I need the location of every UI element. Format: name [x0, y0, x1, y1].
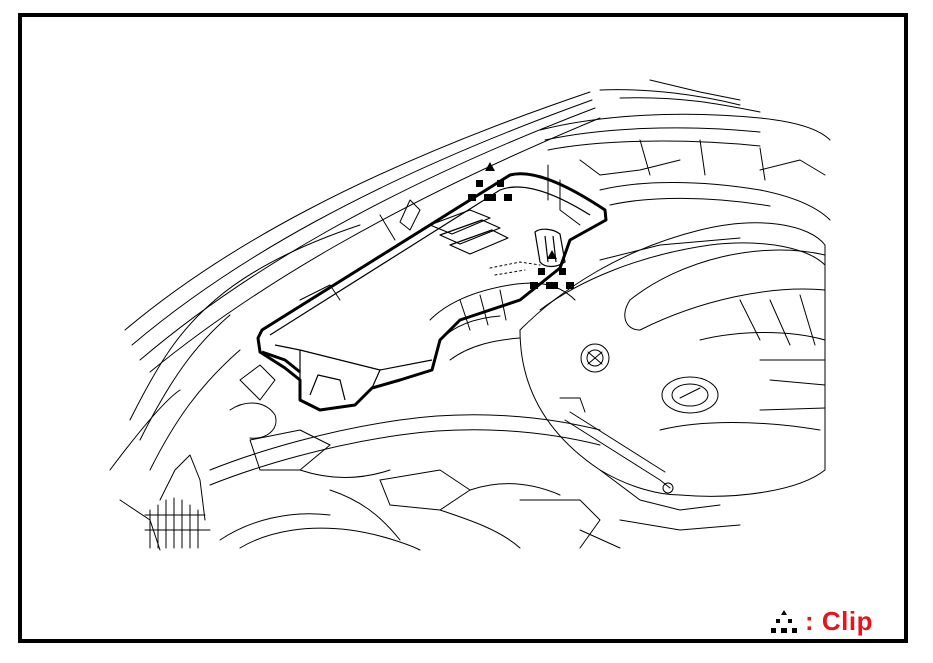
component-line: [379, 214, 396, 241]
engine-emblem: [586, 349, 604, 367]
oil-filler-cap: [671, 383, 709, 407]
dotted-triangle-clip-icon: [771, 609, 797, 633]
fender-line: [139, 314, 231, 441]
cowl-line: [539, 113, 831, 141]
component-line: [239, 527, 421, 551]
cowl-line: [759, 147, 766, 181]
component-line: [519, 499, 601, 549]
engine-cover-outline: [519, 329, 681, 496]
cowl-line: [699, 139, 706, 176]
cowl-line: [639, 139, 651, 176]
cowl-line: [579, 159, 681, 176]
strut-rod: [559, 397, 586, 413]
hood-edge-line: [149, 117, 601, 373]
component-line: [619, 519, 741, 531]
engine-cover-detail: [799, 294, 816, 346]
intake-duct: [429, 282, 576, 321]
engine-cover-outline: [539, 242, 826, 311]
component-line: [299, 469, 391, 478]
component-line: [249, 429, 331, 471]
cowl-line: [547, 140, 761, 151]
cowl-line: [619, 97, 761, 113]
component-line: [229, 402, 277, 439]
radiator-support: [209, 429, 601, 486]
intake-duct: [439, 315, 501, 341]
fender-line: [109, 389, 181, 471]
engine-cover-ridge: [599, 237, 741, 261]
cover-rib: [449, 229, 509, 255]
oil-filler-cap: [661, 376, 719, 414]
cowl-line: [649, 79, 741, 101]
engine-emblem: [580, 343, 610, 373]
cover-top-edge: [274, 344, 433, 371]
engine-cover-detail: [739, 299, 761, 341]
cover-front-edge: [371, 369, 381, 389]
clip-legend: : Clip: [769, 606, 873, 637]
clip-callout-1: [468, 162, 512, 201]
cover-bracket: [309, 374, 346, 401]
cowl-line: [609, 197, 771, 207]
clip-legend-label: : Clip: [805, 606, 873, 636]
fender-line: [159, 454, 206, 521]
component-line: [379, 469, 471, 511]
air-cleaner-cover: [256, 172, 608, 412]
engine-cover-ridge: [629, 249, 826, 301]
cowl-line: [759, 159, 826, 176]
dotted-triangle-clip-icon: [530, 250, 574, 289]
fender-line: [149, 349, 241, 471]
engine-cover-detail: [769, 379, 826, 386]
intake-duct: [449, 337, 521, 361]
cover-rib: [439, 219, 501, 245]
cover-top-edge: [269, 186, 591, 336]
component-line: [439, 509, 521, 549]
engine-cover-outline: [519, 222, 826, 497]
component-line: [599, 469, 721, 511]
cowl-line: [599, 89, 741, 106]
fender-line: [129, 224, 361, 421]
clip-callout-2: [530, 250, 574, 289]
hood-edge-line: [139, 107, 596, 361]
cover-clip-tab: [534, 228, 566, 268]
strut-rod: [569, 411, 666, 473]
component-line: [579, 529, 621, 549]
hood-edge-line: [131, 99, 593, 346]
cowl-line: [544, 127, 761, 141]
intake-duct: [459, 299, 471, 331]
intake-duct: [479, 294, 489, 326]
strut-bolt: [662, 482, 674, 494]
component-line: [299, 284, 341, 301]
component-line: [469, 483, 561, 496]
hood-edge-line: [124, 91, 591, 331]
engine-cover-detail: [659, 422, 821, 431]
component-line: [239, 364, 276, 401]
engine-emblem: [587, 351, 603, 365]
engine-cover-detail: [769, 299, 791, 346]
strut-rod: [564, 419, 671, 489]
oil-filler-cap: [679, 387, 701, 399]
engine-cover-ridge: [624, 288, 826, 331]
cover-rib: [429, 209, 491, 235]
cowl-line: [599, 182, 831, 221]
duct-hatch: [489, 261, 541, 269]
component-line: [399, 199, 421, 231]
dotted-triangle-clip-icon: [468, 162, 512, 201]
fender-line: [119, 499, 161, 551]
engine-cover-detail: [699, 332, 826, 341]
component-line: [329, 489, 401, 541]
cowl-line: [559, 179, 581, 226]
cover-clip-tab: [544, 235, 549, 263]
radiator-support: [209, 414, 601, 471]
duct-hatch: [494, 269, 526, 276]
component-line: [219, 513, 331, 541]
engine-cover-detail: [759, 407, 826, 411]
